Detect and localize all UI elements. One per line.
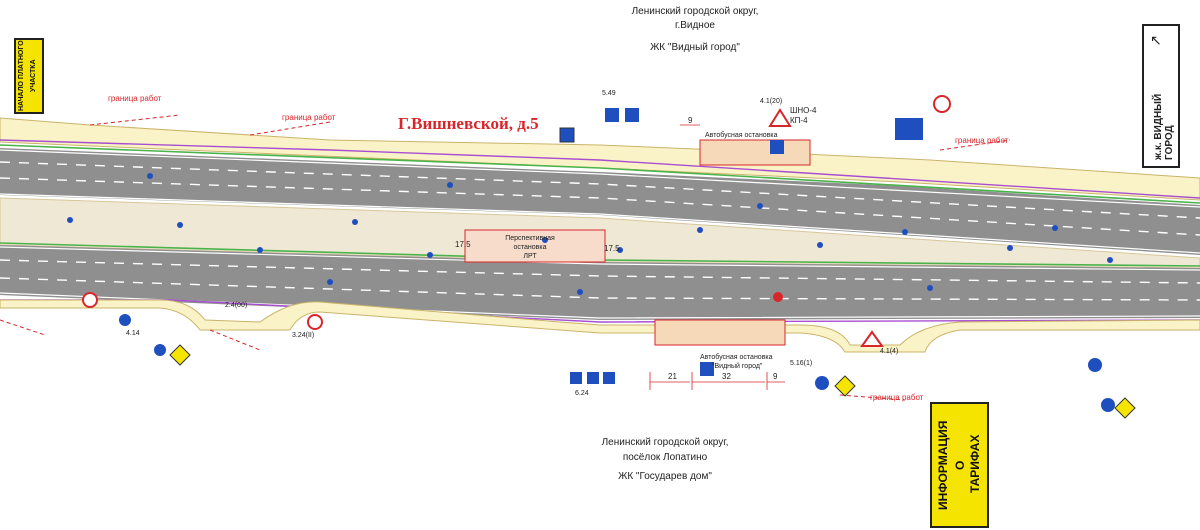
work-boundary-lines <box>0 114 1011 401</box>
bus-stop-label-south: Автобусная остановка <box>700 354 773 361</box>
work-boundary-label-3: граница работ <box>955 136 1009 145</box>
north-area-label-1: Ленинский городской округ, <box>631 6 759 17</box>
sign-group-south <box>82 292 1136 419</box>
south-shoulder <box>0 299 1200 353</box>
sign-vidny-gorod-text: ж.к. ВИДНЫЙ ГОРОД <box>1153 93 1175 160</box>
sign-code-3-24: 3.24(II) <box>292 332 315 339</box>
work-boundary-label-2: граница работ <box>282 113 336 122</box>
red-marker <box>773 292 783 302</box>
dim-32: 32 <box>722 372 731 381</box>
sign-code-5-16: 5.16(1) <box>790 360 813 367</box>
bus-stop-label-north: Автобусная остановка <box>705 132 778 139</box>
blue-markers <box>67 173 1113 295</box>
sign-tariff-info: ИНФОРМАЦИЯ О ТАРИФАХ <box>930 402 989 528</box>
dim-21: 21 <box>668 372 677 381</box>
dim-17-5-a: 17.5 <box>455 240 471 249</box>
lrt-label-3: ЛРТ <box>523 253 537 260</box>
south-area-label-2: посёлок Лопатино <box>622 452 708 463</box>
dim-9-top: 9 <box>688 116 693 125</box>
sign-group-north <box>559 95 951 154</box>
sign-code-4-1-20: 4.1(20) <box>760 98 783 105</box>
bus-pad-south <box>654 319 786 346</box>
north-area-label-2: г.Видное <box>675 20 715 31</box>
arrow-up-left-icon: ↖ <box>1150 32 1162 48</box>
north-carriageway <box>0 148 1200 255</box>
sign-tariff-info-line3: ТАРИФАХ <box>968 434 982 494</box>
sign-vidny-gorod: ↖ ж.к. ВИДНЫЙ ГОРОД <box>1142 24 1180 168</box>
south-carriageway <box>0 245 1200 320</box>
sign-code-4-1-4: 4.1(4) <box>880 348 899 355</box>
work-boundary-label-4: граница работ <box>870 393 924 402</box>
bus-stop-name-south: "Видный город" <box>712 363 763 370</box>
sign-tariff-info-line1: ИНФОРМАЦИЯ <box>936 420 950 510</box>
bus-pad-north <box>699 139 811 166</box>
dim-9: 9 <box>773 372 778 381</box>
lrt-stop-area <box>464 229 606 263</box>
sign-tariff-info-line2: О <box>953 460 967 470</box>
south-area-label-1: Ленинский городской округ, <box>601 437 729 448</box>
dim-17-5-b: 17.5 <box>604 244 620 253</box>
sign-start-toll: НАЧАЛО ПЛАТНОГО УЧАСТКА <box>14 38 44 114</box>
north-area-label-3: ЖК "Видный город" <box>650 42 740 53</box>
south-area-label-3: ЖК "Государев дом" <box>618 471 712 482</box>
address-title: Г.Вишневской, д.5 <box>398 114 539 133</box>
lrt-label-2: остановка <box>513 244 547 251</box>
sign-code-shno: ШНО-4 <box>790 106 817 115</box>
dimension-lines <box>649 124 785 390</box>
sign-code-5-49: 5.49 <box>602 90 616 97</box>
sign-code-4-14: 4.14 <box>126 330 140 337</box>
lrt-label-1: Перспективная <box>505 235 555 242</box>
sign-code-kp: КП-4 <box>790 116 808 125</box>
sign-code-2-4: 2.4(00) <box>225 302 248 309</box>
sign-code-6-24: 6.24 <box>575 390 589 397</box>
work-boundary-label-1: граница работ <box>108 94 162 103</box>
